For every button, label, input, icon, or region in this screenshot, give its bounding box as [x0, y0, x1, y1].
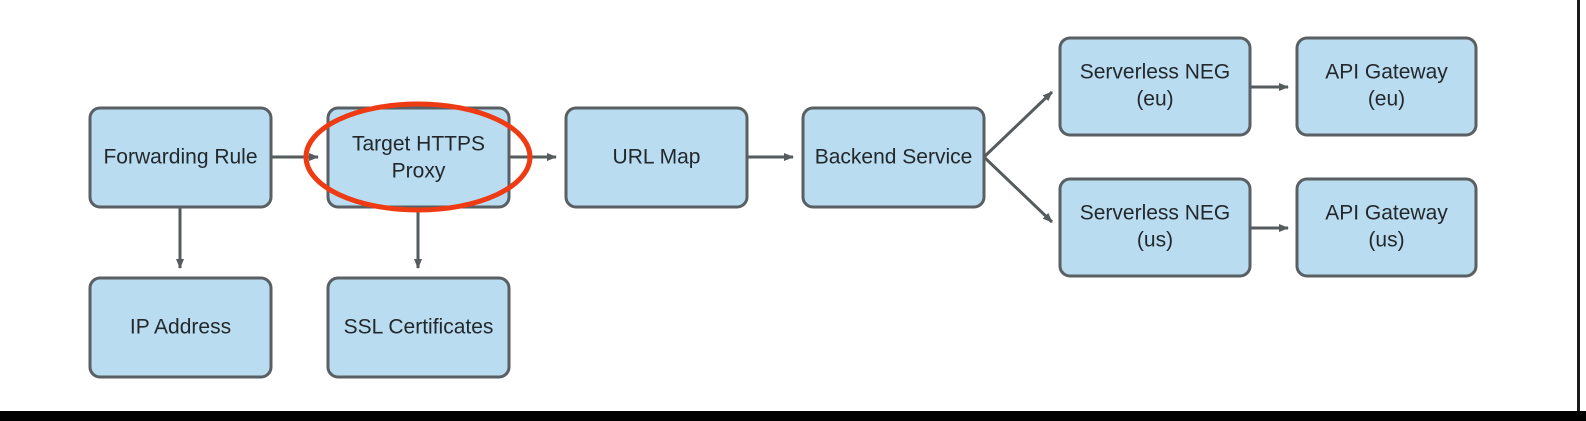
node-target-https-proxy-label-line2: Proxy — [392, 160, 446, 183]
node-api-gateway-us-shape[interactable] — [1295, 177, 1478, 278]
node-backend-service-label: Backend Service — [815, 146, 973, 169]
node-backend-service[interactable]: Backend Service — [801, 106, 986, 209]
node-ssl-certificates[interactable]: SSL Certificates — [326, 276, 511, 379]
node-api-gateway-eu-label-line2: (eu) — [1368, 88, 1405, 111]
node-backend-service-shape[interactable] — [801, 106, 986, 209]
node-ip-address-shape[interactable] — [88, 276, 273, 379]
edge-backend-to-neg-us — [982, 155, 1054, 224]
node-api-gateway-us-label-line1: API Gateway — [1325, 202, 1448, 225]
node-serverless-neg-eu-shape[interactable] — [1058, 36, 1252, 137]
window-right-margin — [1580, 0, 1586, 413]
node-api-gateway-us-label-line2: (us) — [1368, 229, 1404, 252]
window-right-border — [1577, 0, 1580, 413]
highlight-ellipse-target-https-proxy — [303, 101, 533, 213]
node-serverless-neg-us-shape[interactable] — [1058, 177, 1252, 278]
node-serverless-neg-us-label-line2: (us) — [1137, 229, 1173, 252]
node-api-gateway-eu-shape[interactable] — [1295, 36, 1478, 137]
node-serverless-neg-eu[interactable]: Serverless NEG (eu) — [1058, 36, 1252, 137]
node-serverless-neg-us[interactable]: Serverless NEG (us) — [1058, 177, 1252, 278]
edge-backend-to-neg-eu — [982, 90, 1054, 159]
node-ip-address[interactable]: IP Address — [88, 276, 273, 379]
annotation-layer — [303, 101, 533, 213]
node-serverless-neg-eu-label-line1: Serverless NEG — [1080, 61, 1231, 84]
node-serverless-neg-us-label-line1: Serverless NEG — [1080, 202, 1231, 225]
node-target-https-proxy-shape[interactable] — [326, 106, 511, 209]
node-url-map[interactable]: URL Map — [564, 106, 749, 209]
node-api-gateway-us[interactable]: API Gateway (us) — [1295, 177, 1478, 278]
edge-layer — [176, 83, 1289, 269]
node-layer: Forwarding Rule Target HTTPS Proxy URL M… — [88, 36, 1478, 379]
node-target-https-proxy[interactable]: Target HTTPS Proxy — [326, 106, 511, 209]
window-bottom-bar — [0, 411, 1586, 421]
node-ssl-certificates-shape[interactable] — [326, 276, 511, 379]
node-ip-address-label: IP Address — [130, 316, 231, 339]
node-forwarding-rule-label: Forwarding Rule — [103, 146, 257, 169]
node-url-map-label: URL Map — [613, 146, 701, 169]
node-target-https-proxy-label-line1: Target HTTPS — [352, 133, 485, 156]
node-ssl-certificates-label: SSL Certificates — [344, 316, 494, 339]
node-url-map-shape[interactable] — [564, 106, 749, 209]
node-api-gateway-eu[interactable]: API Gateway (eu) — [1295, 36, 1478, 137]
node-serverless-neg-eu-label-line2: (eu) — [1136, 88, 1173, 111]
node-forwarding-rule-shape[interactable] — [88, 106, 273, 209]
node-forwarding-rule[interactable]: Forwarding Rule — [88, 106, 273, 209]
node-api-gateway-eu-label-line1: API Gateway — [1325, 61, 1448, 84]
